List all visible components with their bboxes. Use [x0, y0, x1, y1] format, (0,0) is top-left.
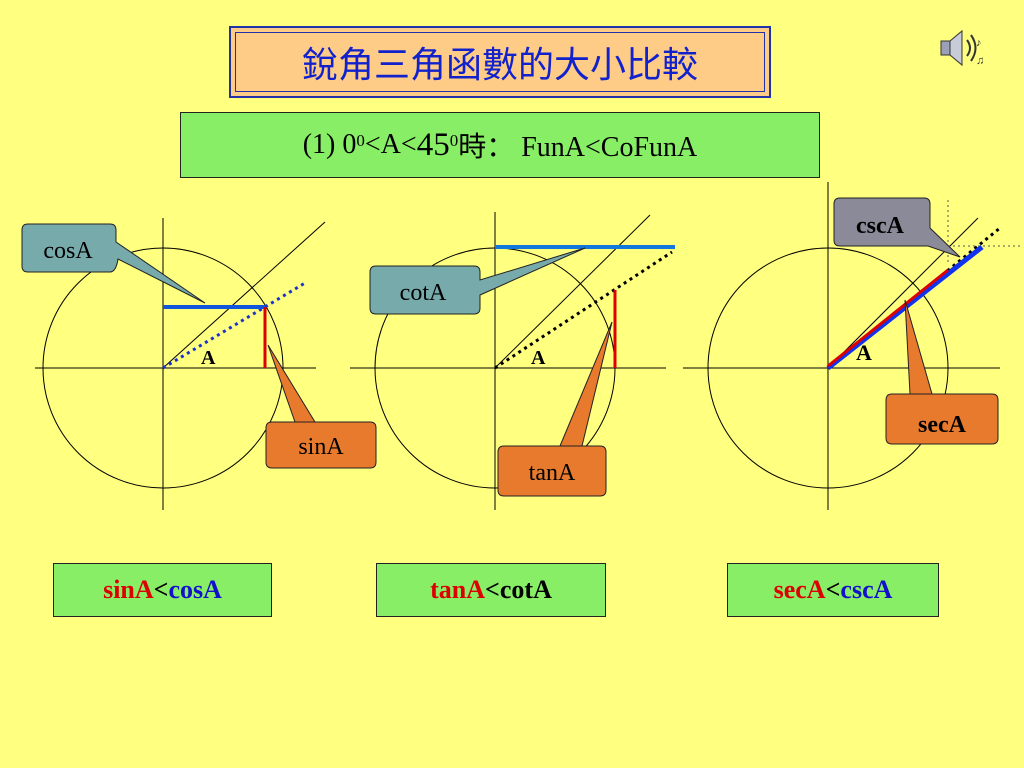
callout-cot-label: cotA	[400, 280, 447, 306]
svg-text:♪: ♪	[976, 37, 982, 49]
sec-segment	[827, 268, 949, 368]
angle-label: A	[201, 347, 216, 369]
result-cot: cotA	[499, 575, 552, 604]
diagonal-line	[827, 217, 979, 369]
angle-ray	[494, 250, 673, 370]
result-sin: sinA	[103, 575, 154, 604]
condition-prefix: (1) 0	[302, 129, 357, 160]
angle-ray	[827, 226, 1001, 370]
condition-angle: 45	[416, 126, 450, 163]
csc-segment	[826, 245, 984, 370]
callout-cos	[21, 223, 206, 304]
unit-circle	[42, 247, 284, 489]
result-op: <	[825, 575, 841, 604]
condition-degree-1: 0	[356, 131, 365, 150]
result-cos: cosA	[168, 575, 222, 604]
result-sec: secA	[773, 575, 826, 604]
callout-sin	[265, 344, 377, 469]
callout-cos-label: cosA	[43, 238, 93, 264]
diagram-sec-csc: A cscA secA	[683, 182, 1022, 510]
page-title: 銳角三角函數的大小比較	[301, 45, 698, 86]
result-csc: cscA	[840, 575, 893, 604]
condition-mid: <A<	[364, 129, 417, 160]
angle-label: A	[531, 347, 546, 369]
condition-suffix: 時： FunA<CoFunA	[458, 132, 698, 163]
callout-tan	[497, 321, 613, 497]
condition-degree-2: 0	[449, 131, 459, 150]
callout-tan-label: tanA	[529, 460, 576, 486]
svg-text:♫: ♫	[976, 55, 984, 67]
callout-csc-label: cscA	[856, 213, 905, 239]
angle-label: A	[856, 340, 872, 365]
diagonal-line	[494, 214, 651, 369]
speaker-icon[interactable]: ♪ ♫	[938, 24, 986, 72]
result-sin-cos: sinA<cosA	[53, 563, 272, 617]
diagonal-line	[162, 221, 326, 369]
callout-sec	[885, 299, 999, 445]
diagram-sin-cos: A cosA sinA	[21, 218, 377, 510]
result-sec-csc: secA<cscA	[727, 563, 939, 617]
result-op: <	[153, 575, 169, 604]
result-tan: tanA	[430, 575, 486, 604]
callout-sec-label: secA	[918, 412, 967, 438]
angle-ray	[162, 281, 306, 370]
callout-cot	[369, 247, 586, 315]
unit-circle	[374, 247, 616, 489]
result-op: <	[485, 575, 500, 604]
unit-circle	[707, 247, 949, 489]
title-box: 銳角三角函數的大小比較	[229, 26, 771, 98]
callout-csc	[833, 197, 961, 258]
callout-sin-label: sinA	[298, 434, 344, 460]
diagram-tan-cot: A cotA tanA	[350, 212, 675, 510]
result-tan-cot: tanA<cotA	[376, 563, 606, 617]
